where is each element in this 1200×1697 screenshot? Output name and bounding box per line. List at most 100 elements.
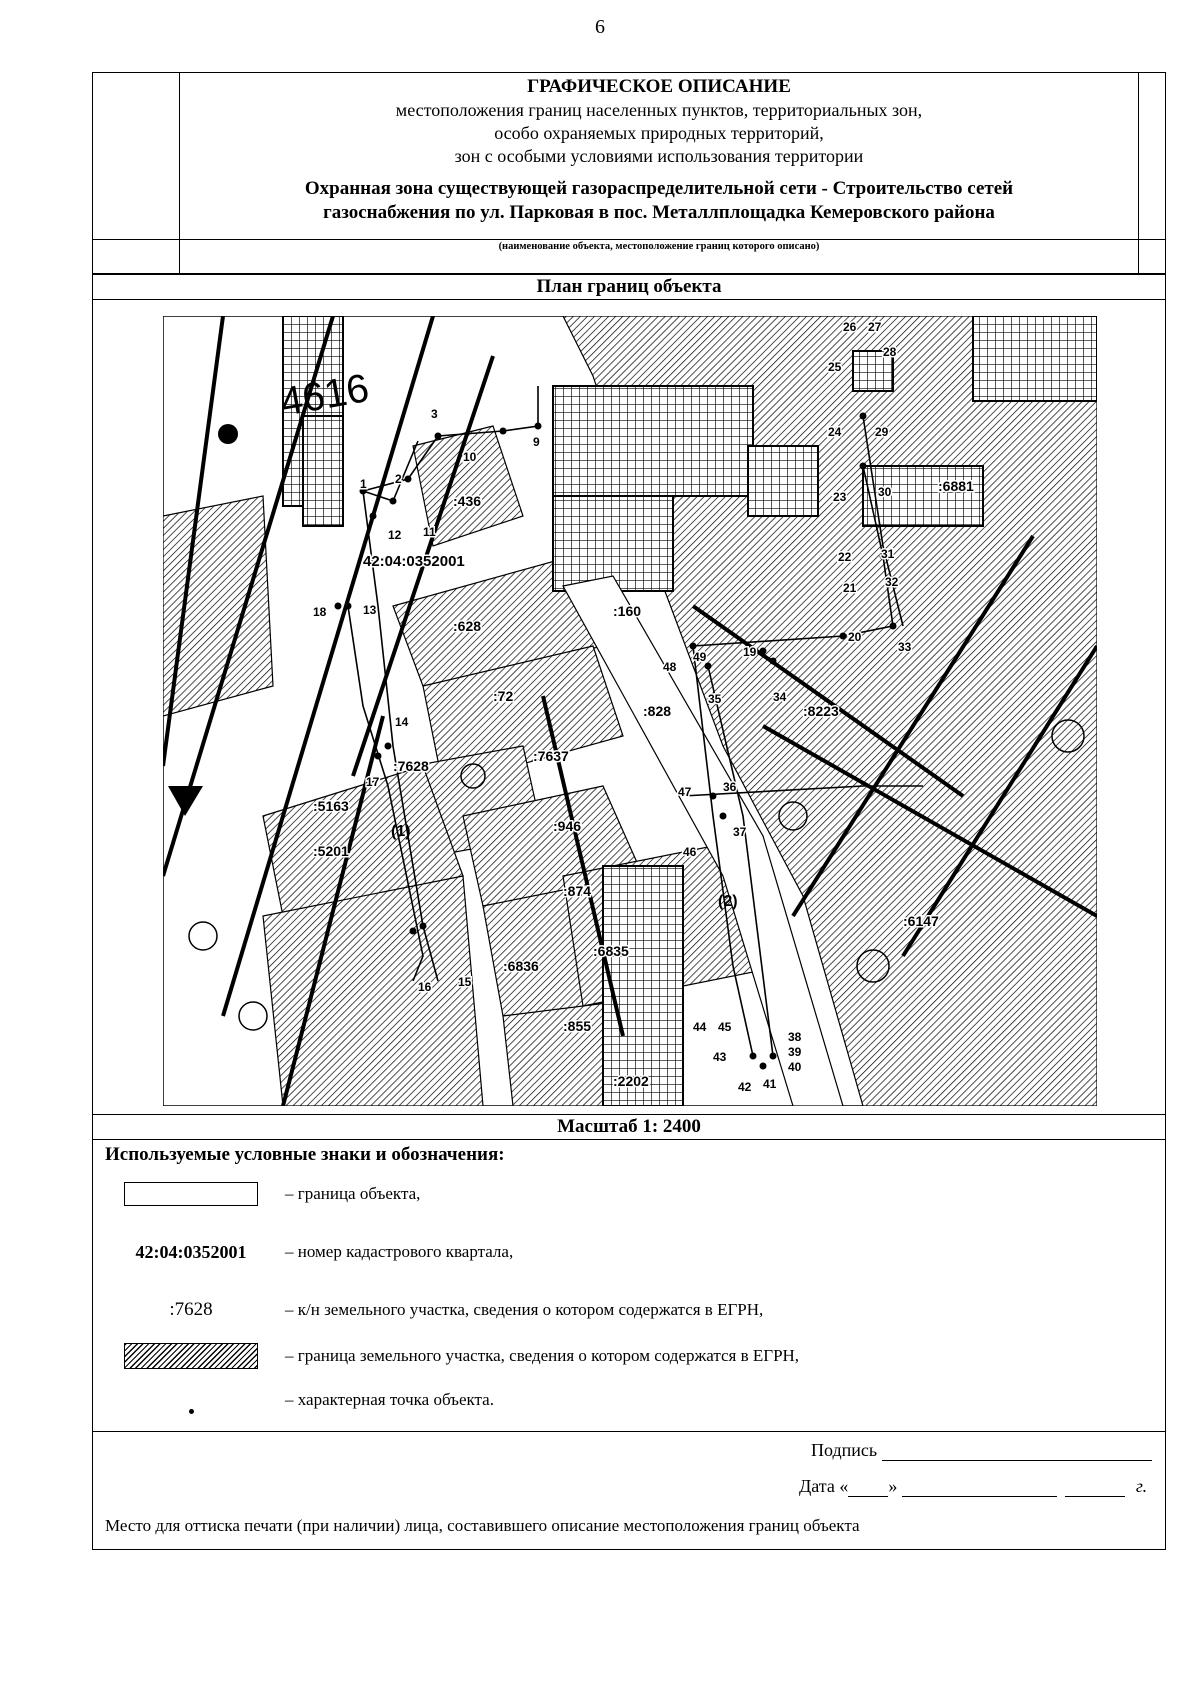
signature-field[interactable] [881,1460,1152,1461]
legend-title: Используемые условные знаки и обозначени… [105,1144,505,1165]
point-label: 42 [738,1080,752,1094]
parcel-label: :2202 [613,1073,649,1089]
road [562,575,844,1106]
object-caption: (наименование объекта, местоположение гр… [498,241,820,252]
parcel-label: :160 [613,603,641,619]
point-label: 16 [418,980,432,994]
point-label: 14 [395,715,409,729]
black-triangle [168,786,203,816]
legend-text: – граница земельного участка, сведения о… [285,1346,800,1365]
point-label: 21 [843,581,857,595]
parcel-label: :828 [643,703,671,719]
point-label: 39 [788,1045,802,1059]
legend-item: – граница объекта, [93,1174,1165,1214]
point-label: 36 [723,780,737,794]
point-label: 28 [883,345,897,359]
point-label: 33 [898,640,912,654]
building-blocks [282,316,1097,1106]
parcel-label: :6881 [938,478,974,494]
subtitle-line-3: зон с особыми условиями использования те… [454,146,864,166]
map-scale: Масштаб 1: 2400 [92,1114,1166,1140]
point-label: 31 [881,547,895,561]
black-marker [218,424,238,444]
parcel-label: :628 [453,618,481,634]
date-year-field[interactable] [1065,1496,1126,1497]
point-label: 41 [763,1077,777,1091]
network-lines [163,316,1097,1106]
point-label: 10 [463,450,477,464]
parcel-hatch-symbol [124,1343,258,1369]
point-label: 26 [843,320,857,334]
point-label: 19 [743,645,757,659]
point-label: 12 [388,528,402,542]
point-label: 23 [833,490,847,504]
quarter-label: 42:04:0352001 [363,553,465,570]
parcel-label: :436 [453,493,481,509]
point-label: 13 [363,603,377,617]
signature-label: Подпись [811,1440,878,1460]
point-label: 9 [533,435,540,449]
subtitle-line-1: местоположения границ населенных пунктов… [395,100,923,120]
header-right-column [1138,73,1165,273]
parcel-label: :7637 [533,748,569,764]
point-label: 30 [878,485,892,499]
parcel-label: :946 [553,818,581,834]
parcel-label: :5163 [313,798,349,814]
legend-item: 42:04:0352001 – номер кадастрового кварт… [93,1232,1165,1272]
point-label: 35 [708,692,722,706]
object-name-line-2: газоснабжения по ул. Парковая в пос. Мет… [323,202,995,223]
parcel-label: :6147 [903,913,939,929]
parcel-label: :7628 [393,758,429,774]
point-label: 2 [395,472,402,486]
date-day-field[interactable] [848,1496,889,1497]
legend-text: – характерная точка объекта. [285,1390,494,1409]
header-block: ГРАФИЧЕСКОЕ ОПИСАНИЕ местоположения гран… [92,72,1166,274]
legend-text: – граница объекта, [285,1184,421,1203]
parcel-label: :8223 [803,703,839,719]
date-line: Дата «» г. [799,1476,1147,1497]
parcel-label: :855 [563,1018,591,1034]
point-label: 25 [828,360,842,374]
parcel-number-symbol: :7628 [169,1299,213,1320]
point-label: 44 [693,1020,707,1034]
parcel-label: :874 [563,883,591,899]
point-label: 3 [431,407,438,421]
point-label: 27 [868,320,882,334]
date-quote-close: » [888,1476,898,1496]
header-text: ГРАФИЧЕСКОЕ ОПИСАНИЕ местоположения гран… [179,73,1139,225]
legend-item: – характерная точка объекта. [93,1380,1165,1420]
point-label: 43 [713,1050,727,1064]
point-label: 32 [885,575,899,589]
point-dot-symbol [188,1408,194,1414]
map-circles [188,719,1085,1031]
object-boundary [347,386,923,1057]
year-suffix: г. [1135,1476,1148,1496]
point-label: 20 [848,630,862,644]
parcel-label: :6836 [503,958,539,974]
point-label: 48 [663,660,677,674]
legend-item: :7628 – к/н земельного участка, сведения… [93,1290,1165,1330]
plan-title: План границ объекта [92,274,1166,300]
map-frame [92,300,1166,1114]
header-left-column [93,73,180,273]
signature-block: Подпись Дата «» г. Место для оттиска печ… [92,1432,1166,1550]
legend: Используемые условные знаки и обозначени… [92,1140,1166,1432]
legend-text: – номер кадастрового квартала, [285,1242,514,1261]
subtitle-line-2: особо охраняемых природных территорий, [494,123,824,143]
point-label: 29 [875,425,889,439]
legend-symbol [121,1342,261,1370]
page-number: 6 [595,16,605,38]
stamp-place-text: Место для оттиска печати (при наличии) л… [105,1516,860,1535]
point-label: 38 [788,1030,802,1044]
point-label: 15 [458,975,472,989]
contour-label: (1) [391,823,411,840]
point-label: 24 [828,425,842,439]
point-label: 18 [313,605,327,619]
point-label: 47 [678,785,692,799]
parcel-label: :6835 [593,943,629,959]
date-month-field[interactable] [901,1496,1057,1497]
point-label: 45 [718,1020,732,1034]
signature-line: Подпись [811,1440,1152,1461]
point-label: 34 [773,690,787,704]
point-label: 49 [693,650,707,664]
